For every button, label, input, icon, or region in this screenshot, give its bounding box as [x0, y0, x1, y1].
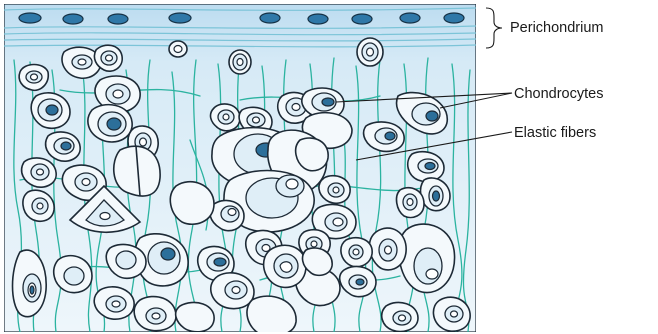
perichondrium-label: Perichondrium [510, 20, 604, 36]
elastic-fibers-label: Elastic fibers [514, 125, 596, 141]
perichondrium-bracket [486, 8, 502, 48]
chondrocytes-label: Chondrocytes [514, 86, 603, 102]
tissue-section [4, 4, 476, 334]
